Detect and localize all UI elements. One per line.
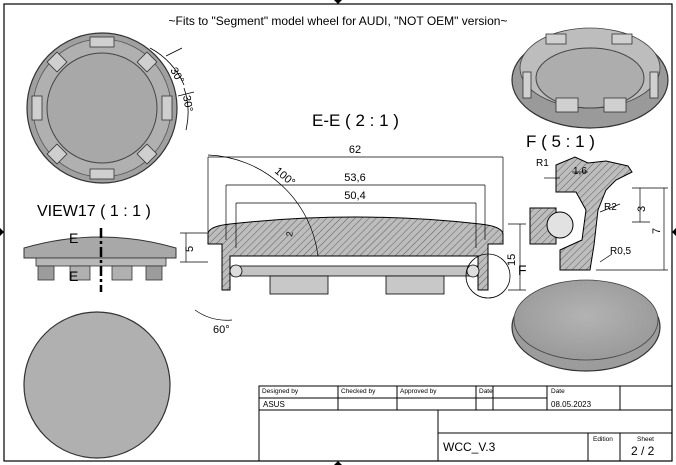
isometric-top: [511, 279, 661, 372]
detail-marker: F: [518, 262, 527, 278]
front-view-clips: [26, 32, 195, 184]
dim-radius-100: 100°: [272, 165, 297, 189]
section-e-e: [207, 216, 511, 299]
isometric-underside: [511, 27, 669, 129]
header-note: ~Fits to "Segment" model wheel for AUDI,…: [168, 14, 508, 28]
dim-thick-2: 2: [284, 231, 295, 238]
date-label-2: Date: [551, 388, 565, 395]
dim-3: 3: [636, 206, 648, 212]
dim-50-4: 50,4: [344, 190, 365, 202]
section-marker-top: E: [69, 230, 79, 246]
dim-7: 7: [651, 228, 663, 234]
title-block: [258, 385, 673, 462]
dim-r1: R1: [536, 158, 549, 169]
dim-height-5: 5: [184, 246, 196, 252]
dim-1-6: 1,6: [573, 166, 587, 177]
view17-title: VIEW17 ( 1 : 1 ): [37, 203, 151, 220]
detail-title: F ( 5 : 1 ): [526, 132, 595, 151]
center-mark-right: [672, 228, 676, 236]
view17-side-view: [23, 228, 177, 292]
designed-by-value: ASUS: [263, 400, 285, 409]
section-dimensions: [180, 154, 526, 321]
section-marker-bottom: E: [69, 268, 79, 284]
dim-angle-60: 60°: [213, 324, 230, 336]
edition-label: Edition: [593, 436, 613, 443]
designed-by-label: Designed by: [262, 388, 299, 395]
approved-by-label: Approved by: [400, 388, 437, 395]
detail-f: [529, 156, 668, 271]
sheet-label: Sheet: [637, 436, 654, 443]
dim-53-6: 53,6: [344, 172, 365, 184]
date-value: 08.05.2023: [551, 400, 592, 409]
sheet-value: 2 / 2: [631, 444, 655, 458]
dim-r0-5: R0,5: [610, 246, 632, 257]
date-label-1: Date: [479, 388, 493, 395]
dim-r2: R2: [604, 202, 617, 213]
top-view-disc: [23, 311, 171, 459]
dim-62: 62: [349, 144, 361, 156]
center-mark-left: [0, 228, 4, 236]
center-mark-bottom: [334, 461, 342, 465]
drawing-name: WCC_V.3: [443, 440, 496, 454]
dim-height-15: 15: [506, 254, 518, 266]
center-mark-top: [334, 0, 342, 4]
checked-by-label: Checked by: [341, 388, 376, 395]
dim-angle-30b: 30°: [180, 94, 195, 112]
section-title: E-E ( 2 : 1 ): [312, 111, 399, 130]
